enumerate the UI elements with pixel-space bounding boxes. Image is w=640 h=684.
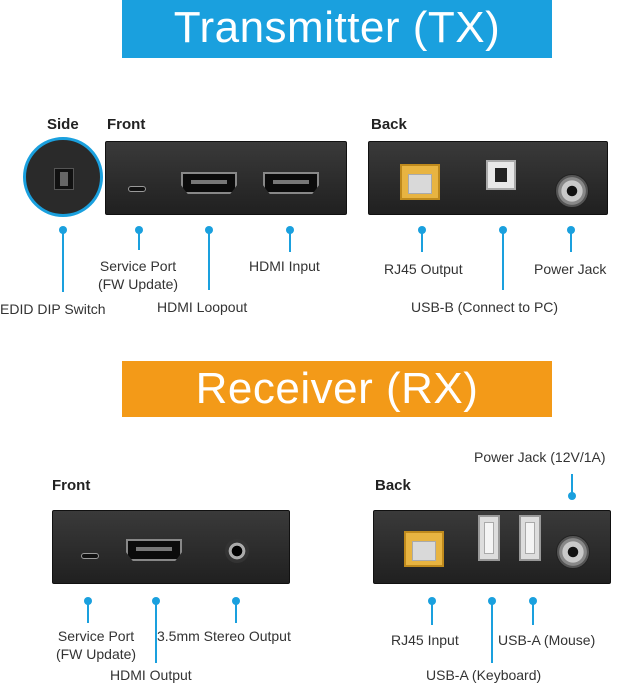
hdmi-loopout-port-icon [181, 172, 237, 194]
rx-usb-keyboard-label: USB-A (Keyboard) [426, 667, 542, 683]
callout-line [138, 230, 140, 250]
callout-line [62, 230, 64, 292]
tx-front-label: Front [107, 116, 146, 133]
tx-back-panel [368, 141, 608, 215]
tx-edid-label: EDID DIP Switch [0, 301, 106, 317]
callout-line [87, 601, 89, 623]
rx-front-panel [52, 510, 290, 584]
rj45-port-icon [404, 531, 444, 567]
tx-back-label: Back [371, 116, 407, 133]
callout-line [502, 230, 504, 290]
rx-back-panel [373, 510, 611, 584]
callout-line [431, 601, 433, 625]
callout-line [289, 230, 291, 252]
tx-side-label: Side [47, 116, 79, 133]
rx-stereo-label: 3.5mm Stereo Output [157, 628, 291, 644]
rx-usb-mouse-label: USB-A (Mouse) [498, 632, 596, 648]
rx-banner: Receiver (RX) [122, 361, 552, 417]
rx-hdmi-output-label: HDMI Output [110, 667, 192, 683]
rx-power-jack-label: Power Jack (12V/1A) [474, 449, 606, 465]
tx-hdmi-loopout-label: HDMI Loopout [157, 299, 248, 315]
callout-line [491, 601, 493, 663]
tx-rj45-output-label: RJ45 Output [384, 261, 463, 277]
micro-usb-port-icon [81, 553, 99, 559]
dip-switch-icon [23, 137, 103, 217]
rx-front-label: Front [52, 477, 91, 494]
tx-front-panel [105, 141, 347, 215]
tx-service-port-label: Service Port (FW Update) [97, 258, 179, 292]
power-jack-icon [556, 535, 590, 569]
usb-b-port-icon [486, 160, 516, 190]
tx-usb-b-label: USB-B (Connect to PC) [411, 299, 559, 315]
rx-back-label: Back [375, 477, 411, 494]
callout-line [421, 230, 423, 252]
callout-line [571, 474, 573, 494]
tx-banner: Transmitter (TX) [122, 0, 552, 58]
callout-line [570, 230, 572, 252]
callout-line [155, 601, 157, 663]
callout-line [235, 601, 237, 623]
rx-service-port-label: Service Port (FW Update) [55, 628, 137, 662]
hdmi-input-port-icon [263, 172, 319, 194]
audio-jack-icon [225, 539, 249, 563]
micro-usb-port-icon [128, 186, 146, 192]
usb-a-mouse-port-icon [519, 515, 541, 561]
hdmi-output-port-icon [126, 539, 182, 561]
power-jack-icon [555, 174, 589, 208]
usb-a-keyboard-port-icon [478, 515, 500, 561]
tx-power-jack-label: Power Jack [534, 261, 607, 277]
callout-dot [568, 492, 576, 500]
tx-hdmi-input-label: HDMI Input [249, 258, 320, 274]
rj45-port-icon [400, 164, 440, 200]
callout-line [532, 601, 534, 625]
rx-rj45-input-label: RJ45 Input [391, 632, 459, 648]
callout-line [208, 230, 210, 290]
